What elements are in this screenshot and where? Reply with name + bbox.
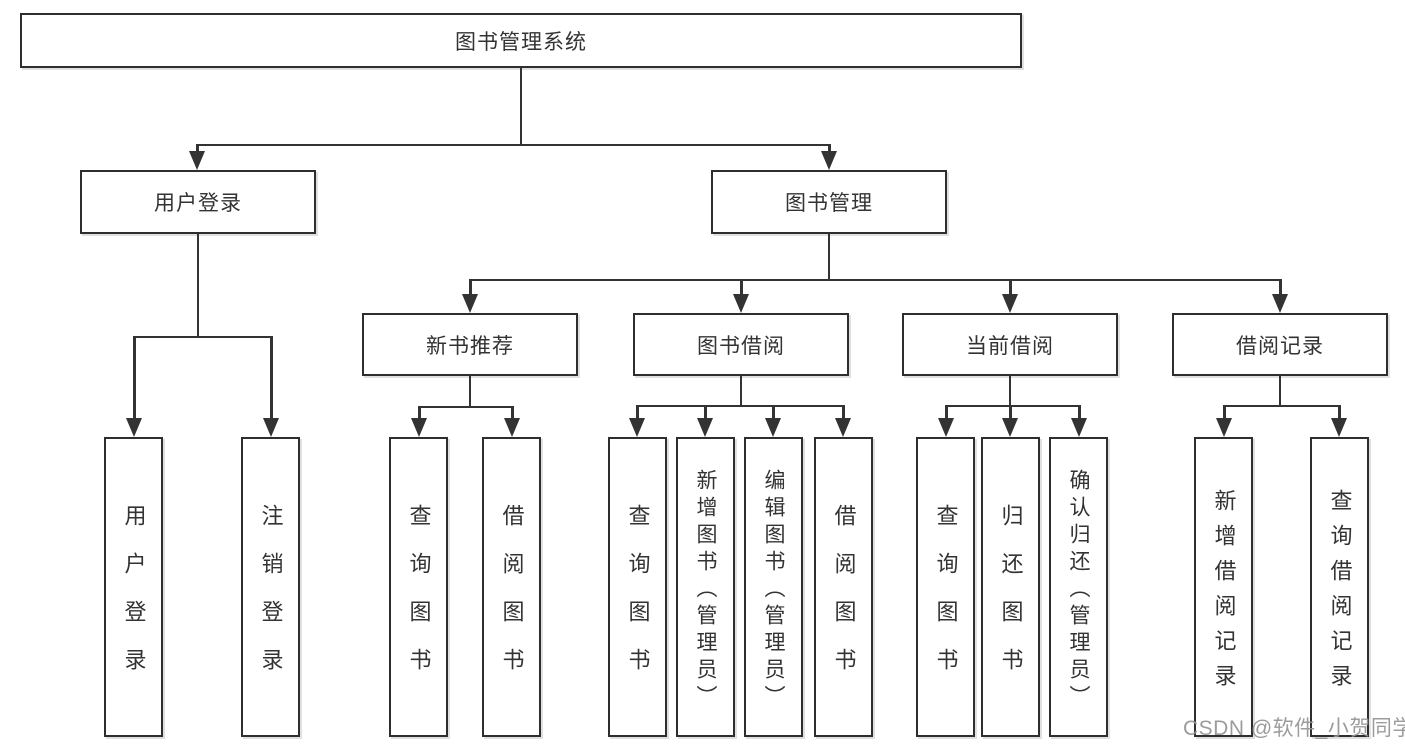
connector-line bbox=[133, 336, 136, 424]
arrowhead-down-icon bbox=[504, 418, 520, 437]
node-label: 图书借阅 bbox=[697, 334, 785, 358]
arrowhead-down-icon bbox=[733, 294, 749, 313]
connector-line bbox=[520, 68, 522, 146]
arrowhead-down-icon bbox=[629, 418, 645, 437]
arrowhead-down-icon bbox=[411, 418, 427, 437]
connector-line bbox=[134, 336, 273, 338]
connector-line bbox=[1279, 376, 1281, 406]
connector-line bbox=[1009, 405, 1012, 421]
arrowhead-down-icon bbox=[765, 418, 781, 437]
connector-line bbox=[740, 376, 742, 406]
arrowhead-down-icon bbox=[938, 418, 954, 437]
connector-line bbox=[842, 405, 845, 421]
arrowhead-down-icon bbox=[462, 294, 478, 313]
node-label: 借阅图书 bbox=[831, 504, 857, 696]
connector-line bbox=[197, 234, 199, 338]
node-label: 新增图书（管理员） bbox=[694, 468, 717, 712]
connector-line bbox=[418, 406, 421, 422]
leaf-add-borrow-record: 新增借阅记录 bbox=[1194, 437, 1253, 737]
connector-line bbox=[511, 406, 514, 422]
leaf-add-books-admin: 新增图书（管理员） bbox=[676, 437, 735, 737]
node-book-borrowing: 图书借阅 bbox=[633, 313, 849, 376]
node-label: 注销登录 bbox=[258, 504, 284, 696]
arrowhead-down-icon bbox=[1216, 418, 1232, 437]
connector-line bbox=[469, 279, 472, 298]
node-label: 新增借阅记录 bbox=[1211, 488, 1237, 699]
node-label: 图书管理 bbox=[785, 192, 873, 215]
leaf-confirm-return-admin: 确认归还（管理员） bbox=[1049, 437, 1108, 737]
connector-line bbox=[704, 405, 707, 421]
node-label: 借阅图书 bbox=[499, 504, 525, 696]
node-label: 新书推荐 bbox=[426, 334, 514, 358]
connector-line bbox=[197, 144, 830, 146]
connector-line bbox=[946, 405, 1080, 407]
connector-line bbox=[1338, 405, 1341, 421]
connector-line bbox=[636, 405, 639, 421]
connector-line bbox=[1279, 279, 1282, 298]
leaf-borrow-books-recommend: 借阅图书 bbox=[482, 437, 541, 737]
leaf-edit-books-admin: 编辑图书（管理员） bbox=[744, 437, 803, 737]
node-label: 当前借阅 bbox=[966, 334, 1054, 358]
connector-line bbox=[1009, 376, 1011, 406]
node-label: 查询图书 bbox=[933, 504, 959, 696]
node-label: 归还图书 bbox=[998, 504, 1024, 696]
leaf-logout: 注销登录 bbox=[241, 437, 300, 737]
node-label: 查询图书 bbox=[625, 504, 651, 696]
connector-line bbox=[1078, 405, 1081, 421]
connector-line bbox=[1223, 405, 1226, 421]
arrowhead-down-icon bbox=[835, 418, 851, 437]
arrowhead-down-icon bbox=[697, 418, 713, 437]
arrowhead-down-icon bbox=[821, 151, 837, 170]
arrowhead-down-icon bbox=[126, 418, 142, 437]
node-label: 查询借阅记录 bbox=[1327, 488, 1353, 699]
leaf-return-books: 归还图书 bbox=[981, 437, 1040, 737]
connector-line bbox=[828, 234, 830, 281]
leaf-query-books-recommend: 查询图书 bbox=[389, 437, 448, 737]
csdn-watermark: CSDN @软件_小贺同学 bbox=[1183, 717, 1405, 740]
leaf-user-login: 用户登录 bbox=[104, 437, 163, 737]
node-user-login: 用户登录 bbox=[80, 170, 316, 234]
node-new-book-recommend: 新书推荐 bbox=[362, 313, 578, 376]
connector-line bbox=[772, 405, 775, 421]
leaf-query-books-current: 查询图书 bbox=[916, 437, 975, 737]
connector-line bbox=[1224, 405, 1340, 407]
node-label: 用户登录 bbox=[154, 192, 242, 215]
node-label: 确认归还（管理员） bbox=[1067, 468, 1090, 712]
node-current-borrowing: 当前借阅 bbox=[902, 313, 1118, 376]
connector-line bbox=[828, 144, 831, 156]
connector-line bbox=[740, 279, 743, 298]
node-label: 借阅记录 bbox=[1236, 334, 1324, 358]
leaf-borrow-books-borrowing: 借阅图书 bbox=[814, 437, 873, 737]
arrowhead-down-icon bbox=[263, 418, 279, 437]
node-book-management: 图书管理 bbox=[711, 170, 947, 234]
arrowhead-down-icon bbox=[1071, 418, 1087, 437]
node-root: 图书管理系统 bbox=[20, 13, 1022, 68]
connector-line bbox=[1009, 279, 1012, 298]
leaf-query-books-borrowing: 查询图书 bbox=[608, 437, 667, 737]
node-label: 图书管理系统 bbox=[455, 30, 587, 54]
node-label: 编辑图书（管理员） bbox=[762, 468, 785, 712]
leaf-query-borrow-record: 查询借阅记录 bbox=[1310, 437, 1369, 737]
connector-line bbox=[470, 279, 1281, 281]
connector-line bbox=[419, 406, 513, 408]
arrowhead-down-icon bbox=[1002, 294, 1018, 313]
connector-line bbox=[469, 376, 471, 407]
connector-line bbox=[945, 405, 948, 421]
arrowhead-down-icon bbox=[1002, 418, 1018, 437]
arrowhead-down-icon bbox=[1331, 418, 1347, 437]
node-label: 用户登录 bbox=[121, 504, 147, 696]
connector-line bbox=[637, 405, 844, 407]
connector-line bbox=[270, 336, 273, 424]
arrowhead-down-icon bbox=[189, 151, 205, 170]
node-label: 查询图书 bbox=[406, 504, 432, 696]
node-borrowing-records: 借阅记录 bbox=[1172, 313, 1388, 376]
arrowhead-down-icon bbox=[1272, 294, 1288, 313]
connector-line bbox=[196, 144, 199, 156]
